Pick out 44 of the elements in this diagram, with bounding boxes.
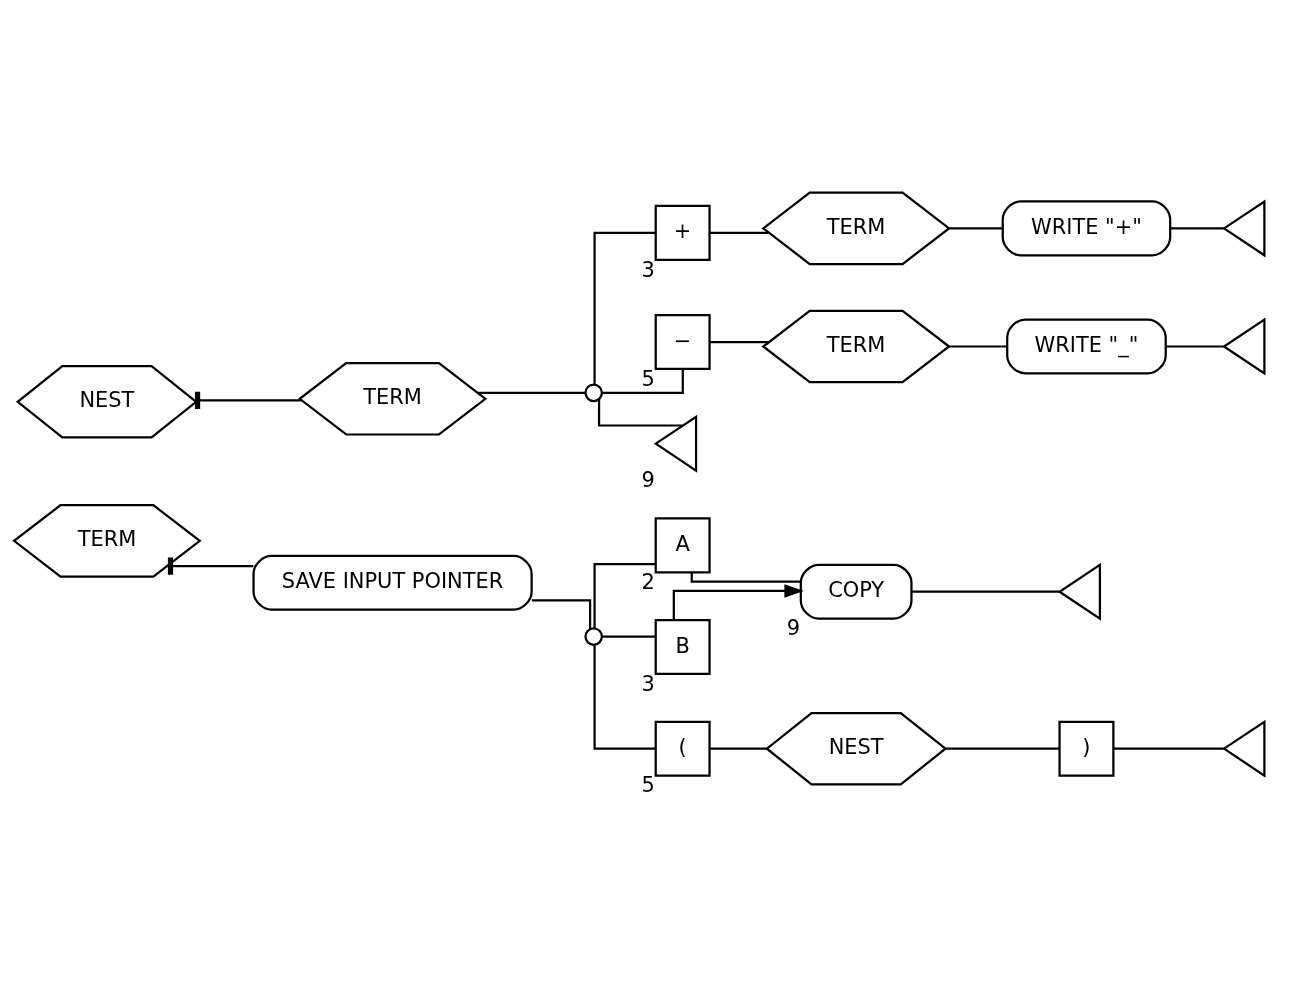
node-triangle: [653, 414, 698, 473]
node-triangle: [1222, 317, 1266, 375]
connector: [1170, 226, 1224, 229]
node-label: 5: [641, 772, 655, 797]
connector: [601, 368, 684, 394]
connector: [602, 634, 656, 638]
node-box: −: [654, 313, 711, 370]
node-label: 3: [641, 257, 655, 282]
node-triangle: [1222, 719, 1266, 778]
connector: [709, 340, 769, 343]
connector: [1113, 747, 1224, 750]
node-label: 9: [641, 467, 655, 492]
connector: [597, 398, 683, 427]
connector: [949, 226, 1003, 229]
node-circle: [584, 626, 603, 646]
connector: [945, 747, 1060, 750]
connector: [477, 391, 586, 394]
connector: [709, 231, 769, 234]
connector: [1165, 344, 1224, 348]
node-box: WRITE "_": [1006, 317, 1167, 375]
node-box: SAVE INPUT POINTER: [252, 554, 533, 611]
node-box: ): [1058, 720, 1115, 777]
connector: [593, 562, 656, 628]
node-box: B: [654, 618, 711, 675]
node-label: 2: [641, 569, 655, 594]
node-label: 9: [786, 615, 801, 640]
connector: [593, 231, 656, 384]
node-box: WRITE "+": [1001, 199, 1172, 256]
node-circle: [584, 383, 603, 402]
node-triangle: [1057, 562, 1102, 621]
node-box: A: [654, 516, 711, 573]
node-box: COPY: [799, 563, 913, 620]
arrow: [672, 583, 804, 620]
node-label: 3: [641, 671, 655, 696]
node-label: 5: [641, 366, 655, 391]
connector: [949, 344, 1008, 348]
connector: [531, 598, 592, 629]
node-triangle: [1222, 198, 1266, 257]
node-box: +: [654, 204, 711, 261]
connector: [690, 571, 801, 583]
node-box: (: [654, 720, 711, 777]
connector: [911, 590, 1060, 593]
connector: [593, 644, 656, 750]
connector: [709, 747, 767, 750]
